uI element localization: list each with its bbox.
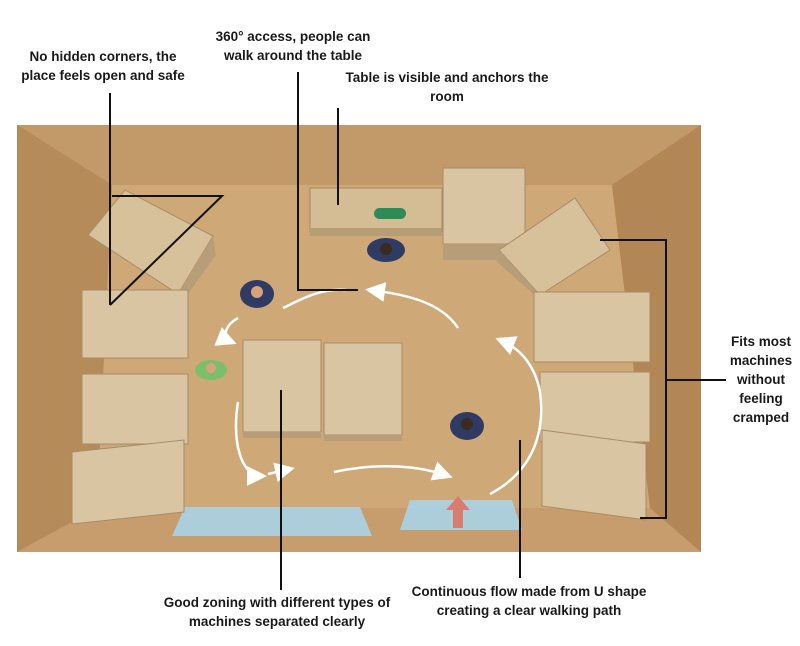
annotation-fits-line4: feeling [722,389,800,408]
table-marker [374,208,406,219]
annotation-zoning-line1: Good zoning with different types of [142,593,412,612]
entrance-mat-left [172,507,372,536]
annotation-fits-line2: machines [722,351,800,370]
annotation-table-line1: Table is visible and anchors the [333,68,561,87]
annotation-zoning-line2: machines separated clearly [142,612,412,631]
annotation-access-line2: walk around the table [198,46,388,65]
person-topview-icon [240,280,274,308]
box-right-1 [534,292,650,362]
table [310,188,442,236]
person-topview-icon [195,360,227,380]
person-topview-icon [450,412,484,440]
annotation-access: 360° access, people can walk around the … [198,27,388,65]
annotation-corners-line1: No hidden corners, the [8,47,198,66]
annotation-table-line2: room [333,87,561,106]
annotation-corners-line2: place feels open and safe [8,66,198,85]
box-left-1 [82,290,188,358]
annotation-fits: Fits most machines without feeling cramp… [722,332,800,427]
annotation-flow: Continuous flow made from U shape creati… [398,582,660,620]
box-center-right [324,343,402,441]
annotation-fits-line3: without [722,370,800,389]
box-right-3 [542,430,646,520]
annotation-corners: No hidden corners, the place feels open … [8,47,198,85]
annotation-fits-line1: Fits most [722,332,800,351]
annotation-flow-line1: Continuous flow made from U shape [398,582,660,601]
person-topview-icon [367,238,405,262]
annotation-zoning: Good zoning with different types of mach… [142,593,412,631]
box-left-2 [82,374,188,444]
annotation-table: Table is visible and anchors the room [333,68,561,106]
annotation-flow-line2: creating a clear walking path [398,601,660,620]
box-left-3 [72,440,184,524]
annotation-fits-line5: cramped [722,408,800,427]
annotation-access-line1: 360° access, people can [198,27,388,46]
